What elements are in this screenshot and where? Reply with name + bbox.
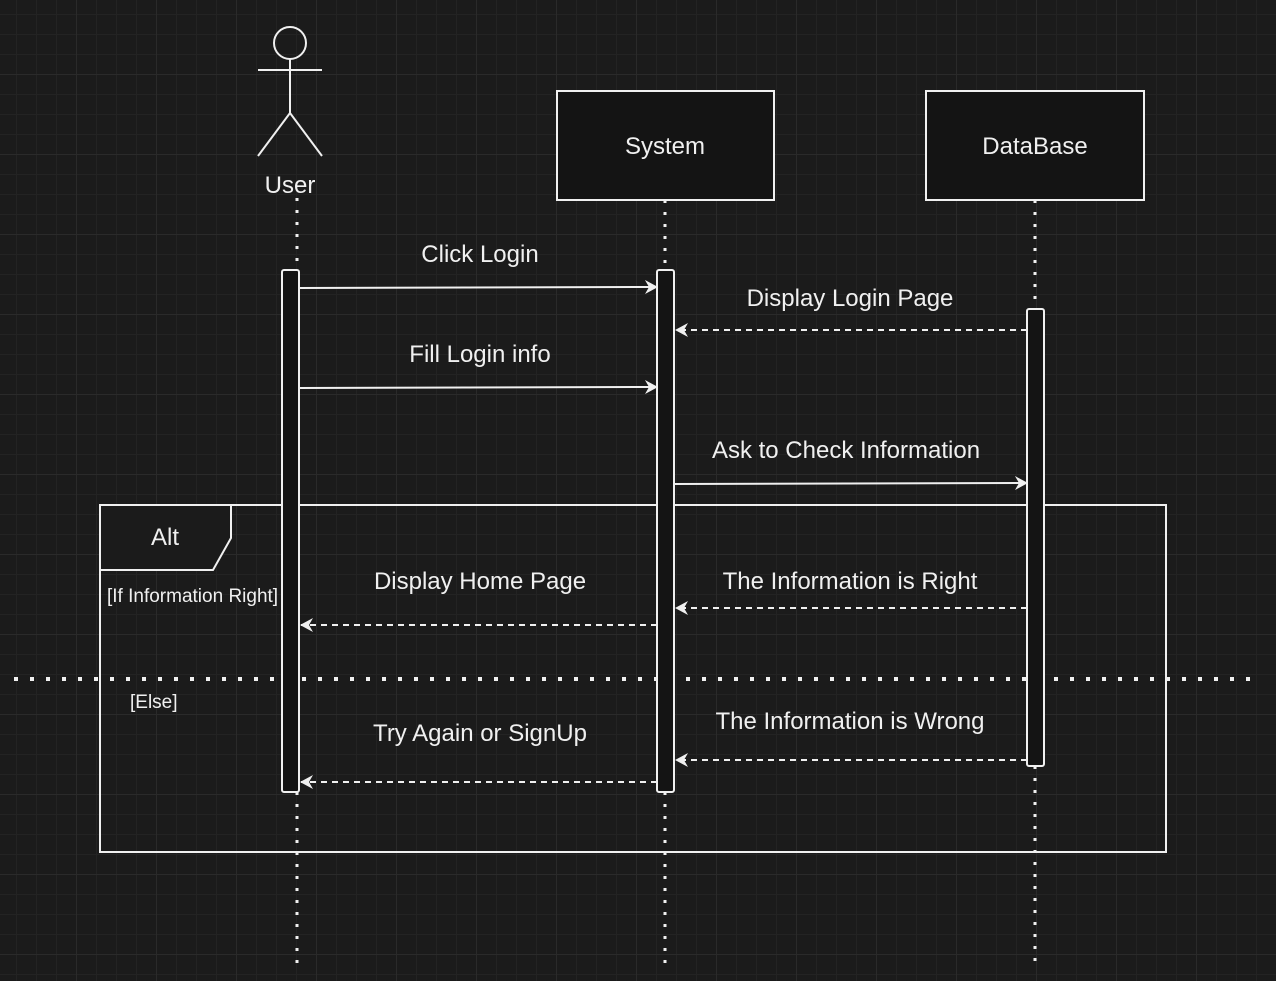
message-label: The Information is Right bbox=[723, 568, 978, 595]
message-try-again-or-signup: Try Again or SignUp bbox=[300, 720, 657, 789]
message-label: Display Home Page bbox=[374, 568, 586, 595]
message-information-right: The Information is Right bbox=[675, 568, 1027, 615]
actor-stick-figure-icon bbox=[257, 26, 323, 157]
message-label: Try Again or SignUp bbox=[373, 720, 587, 747]
activation-bar-system bbox=[656, 269, 675, 793]
participant-system: System bbox=[556, 90, 775, 201]
message-display-home-page: Display Home Page bbox=[300, 568, 657, 632]
message-label: Fill Login info bbox=[409, 341, 550, 368]
activation-bar-user bbox=[281, 269, 300, 793]
message-fill-login-info: Fill Login info bbox=[298, 341, 658, 395]
message-information-wrong: The Information is Wrong bbox=[675, 708, 1027, 767]
alt-fragment-operator-tab bbox=[99, 504, 232, 571]
message-label: The Information is Wrong bbox=[715, 708, 984, 735]
message-display-login-page: Display Login Page bbox=[675, 285, 1027, 337]
participant-database: DataBase bbox=[925, 90, 1145, 201]
message-label: Display Login Page bbox=[747, 285, 954, 312]
alt-guard-else: [Else] bbox=[130, 692, 178, 713]
participant-label-database: DataBase bbox=[982, 133, 1087, 160]
activation-bar-database bbox=[1026, 308, 1045, 767]
participant-label-user: User bbox=[265, 172, 316, 199]
alt-guard-if: [If Information Right] bbox=[107, 586, 278, 607]
message-ask-check-information: Ask to Check Information bbox=[673, 437, 1028, 491]
message-label: Ask to Check Information bbox=[712, 437, 980, 464]
alt-fragment: Alt [If Information Right] [Else] bbox=[14, 504, 1262, 853]
alt-operator-label: Alt bbox=[151, 524, 179, 551]
message-click-login: Click Login bbox=[298, 241, 658, 295]
message-label: Click Login bbox=[421, 241, 538, 268]
participant-label-system: System bbox=[625, 133, 705, 160]
